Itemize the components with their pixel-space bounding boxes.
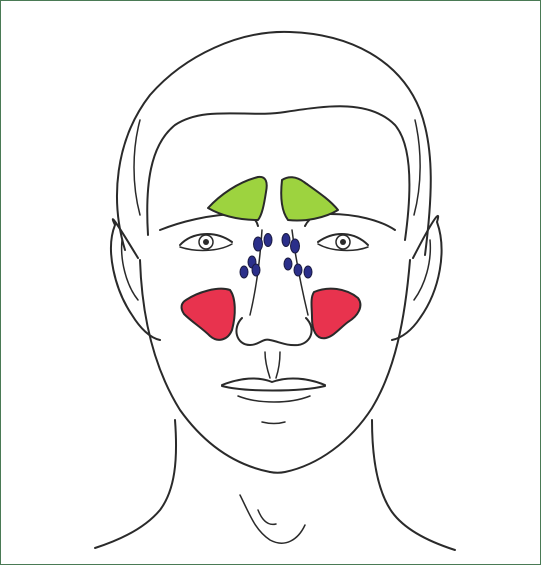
neck-left	[95, 420, 176, 548]
left-pupil	[203, 239, 209, 245]
hair-side-left	[134, 120, 140, 215]
philtrum	[265, 352, 280, 378]
frontal-sinus-left	[208, 177, 267, 220]
right-ear-inner	[414, 240, 430, 300]
right-pupil	[340, 239, 346, 245]
left-ear	[111, 219, 160, 340]
neck-right	[372, 420, 455, 550]
frontal-sinus-right	[281, 177, 338, 220]
chin-crease	[262, 422, 285, 424]
maxillary-sinus-right	[312, 289, 361, 339]
right-ear	[392, 216, 442, 340]
hair-side-right	[414, 120, 420, 215]
lower-lip	[238, 396, 310, 402]
nose-tip	[236, 318, 311, 345]
mouth-line	[222, 386, 325, 391]
adams-apple	[258, 510, 276, 524]
throat-line	[240, 495, 305, 543]
maxillary-sinus-left	[182, 289, 235, 340]
upper-lip	[222, 378, 325, 385]
hair-outline	[117, 32, 431, 255]
ethmoid-cells	[240, 234, 312, 279]
